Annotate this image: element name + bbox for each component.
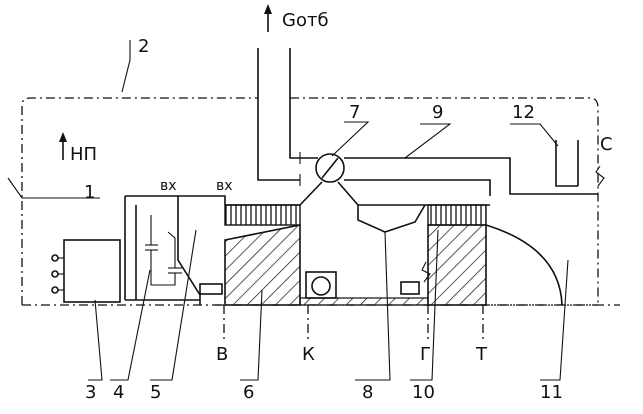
- section-g-label: Г: [420, 344, 431, 365]
- callout-2: 2: [138, 36, 149, 57]
- leader-1: [7, 177, 100, 199]
- bypass-pipe-9: [344, 157, 598, 196]
- coil-mark: [421, 261, 431, 283]
- callout-9: 9: [432, 102, 443, 123]
- rotor-6: [224, 224, 301, 306]
- valve-7-needle: [321, 157, 339, 179]
- element-4: [124, 196, 200, 301]
- element-8: [357, 204, 426, 233]
- leader-8: [355, 231, 391, 381]
- control-box-3: [63, 239, 121, 303]
- callout-4: 4: [113, 382, 124, 403]
- gotb-arrow-head: [264, 4, 272, 14]
- callout-6: 6: [243, 382, 254, 403]
- leader-11: [540, 259, 569, 381]
- callout-3: 3: [85, 382, 96, 403]
- cap-wires: [150, 215, 176, 286]
- vx-label-1: вх: [160, 178, 177, 194]
- callout-11: 11: [540, 382, 563, 403]
- leader-7: [331, 121, 370, 157]
- inlet-5: [177, 195, 226, 305]
- leader-12: [510, 123, 559, 147]
- vx-label-2: вх: [216, 178, 233, 194]
- rotor-10-blades: [427, 204, 487, 226]
- callout-10: 10: [412, 382, 435, 403]
- pipe-12: [555, 140, 579, 187]
- leader-9: [404, 123, 452, 159]
- c-coil: [595, 165, 605, 187]
- system-boundary-right: [290, 97, 599, 305]
- volute-11: [485, 224, 563, 306]
- rotor-6-blades: [224, 204, 301, 226]
- leader-5: [150, 229, 197, 381]
- np-label: НП: [70, 144, 97, 165]
- terminal: [51, 286, 59, 294]
- leader-6: [240, 289, 263, 381]
- sensor-left: [199, 283, 223, 295]
- leader-10: [410, 229, 439, 381]
- valve-legs: [299, 181, 359, 206]
- callout-8: 8: [362, 382, 373, 403]
- callout-7: 7: [349, 102, 360, 123]
- section-v-label: В: [216, 344, 228, 365]
- valve-7: [315, 153, 345, 183]
- leader-3: [88, 299, 103, 381]
- callout-12: 12: [512, 102, 535, 123]
- terminal: [51, 254, 59, 262]
- gotb-label: Gотб: [282, 10, 329, 31]
- callout-5: 5: [150, 382, 161, 403]
- leader-2: [121, 40, 131, 93]
- callout-1: 1: [84, 182, 95, 203]
- system-boundary: [21, 97, 258, 305]
- section-t-label: Т: [475, 344, 488, 365]
- bearing-k: [305, 271, 337, 299]
- sensor-right: [400, 281, 420, 295]
- leader-4: [110, 269, 151, 381]
- section-k-label: К: [302, 344, 315, 365]
- terminal: [51, 270, 59, 278]
- rotor-10: [427, 224, 487, 306]
- shaft: [299, 297, 429, 306]
- np-arrow-head: [59, 132, 67, 142]
- c-label: C: [600, 134, 613, 155]
- bearing-k-ball: [311, 276, 331, 296]
- exhaust-pipe: [257, 48, 318, 181]
